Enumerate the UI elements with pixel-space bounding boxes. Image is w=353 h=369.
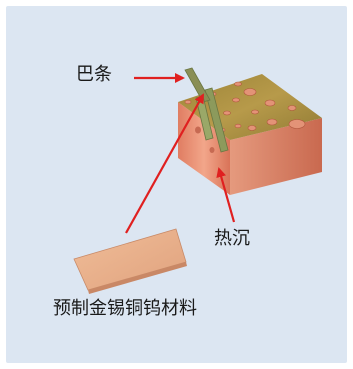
diagram-panel xyxy=(6,6,347,363)
busbar-label: 巴条 xyxy=(76,64,112,85)
heatsink-label: 热沉 xyxy=(214,228,250,249)
busbar xyxy=(184,67,229,153)
material-label: 预制金锡铜钨材料 xyxy=(53,298,197,319)
arrow-material xyxy=(125,93,204,234)
arrow-heatsink xyxy=(216,167,236,223)
arrows xyxy=(125,73,236,234)
material-plate xyxy=(73,228,187,294)
